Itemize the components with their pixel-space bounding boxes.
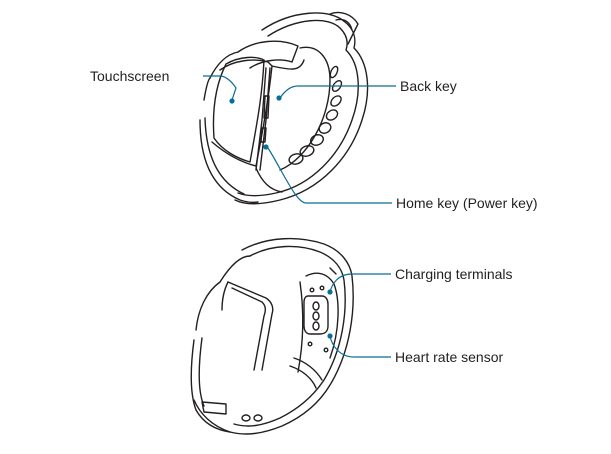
home-key-callout-dot	[263, 144, 269, 150]
back-key-callout-dot	[276, 95, 282, 101]
home-key-label: Home key (Power key)	[396, 195, 538, 211]
home-key-callout-line	[267, 147, 392, 204]
heart-rate-sensor-label: Heart rate sensor	[395, 349, 504, 365]
callout-lines	[203, 75, 396, 358]
touchscreen-callout-line	[203, 75, 237, 101]
band-back-view	[190, 237, 354, 435]
charging-terminals-label: Charging terminals	[395, 266, 513, 282]
band-front-view	[199, 11, 369, 205]
charging-terminals-callout-dot	[327, 289, 333, 295]
back-key-label: Back key	[400, 78, 457, 94]
charging-terminals-callout-line	[329, 273, 391, 293]
callout-dots	[229, 95, 333, 339]
heart-rate-sensor-callout-line	[329, 335, 391, 358]
touchscreen-label: Touchscreen	[90, 68, 170, 84]
touchscreen-callout-dot	[229, 98, 235, 104]
heart-rate-sensor-callout-dot	[327, 333, 333, 339]
back-key-callout-line	[279, 85, 396, 99]
